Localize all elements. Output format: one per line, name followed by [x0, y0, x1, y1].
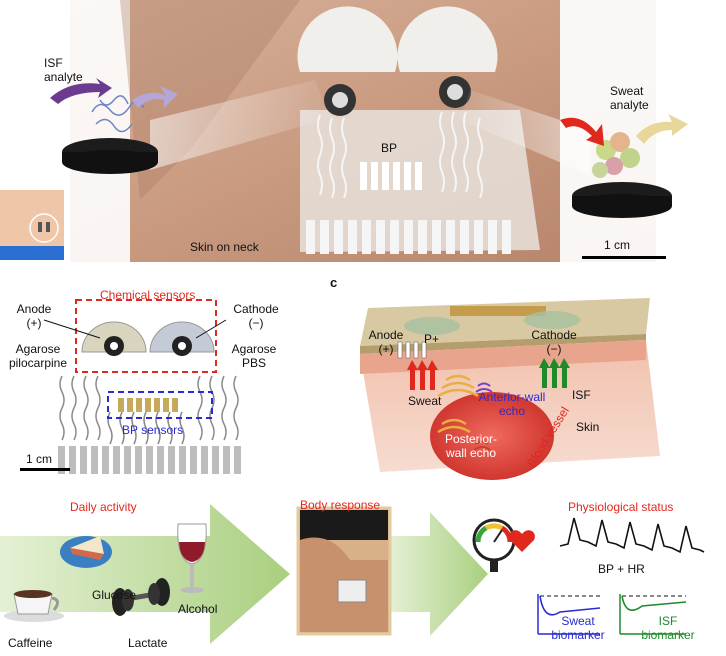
- physiological-status-label: Physiological status: [568, 500, 674, 514]
- glucose-label: Glucose: [92, 588, 137, 602]
- cake-icon: [60, 536, 112, 568]
- isf-biomarker-plot: [619, 594, 687, 635]
- alcohol-label: Alcohol: [178, 602, 218, 616]
- skin-on-neck-label: Skin on neck: [190, 240, 259, 254]
- chemical-sensors-box: [75, 299, 217, 373]
- isf-arrows: [539, 358, 570, 388]
- anode-label: Anode (+): [16, 302, 52, 330]
- skin-cross-section: [360, 298, 660, 480]
- agarose-pbs-label: Agarose PBS: [231, 342, 277, 370]
- ultrasound-waves: [437, 374, 479, 434]
- chemical-sensors-label: Chemical sensors: [100, 288, 196, 302]
- bp-hr-label: BP + HR: [598, 562, 645, 576]
- workflow-diagram: [0, 504, 705, 644]
- posterior-wall-echo-label: Posterior- wall echo: [444, 432, 497, 460]
- coffee-cup-icon: [4, 590, 64, 622]
- sweat-biomarker-label: Sweat biomarker: [551, 614, 605, 642]
- body-response-label: Body response: [300, 498, 381, 512]
- panel-a: ISF analyte Sweat analyte BP Skin on nec…: [0, 0, 726, 268]
- sweat-arrow-in: [560, 117, 604, 146]
- workflow-arrow-1: [0, 504, 290, 644]
- sweat-analyte-molecule: [592, 132, 640, 178]
- bp-label: BP: [381, 141, 398, 155]
- wine-glass-icon: [177, 523, 207, 593]
- scale-bar-b: [20, 468, 70, 471]
- neck-photo: [0, 0, 726, 262]
- sweat-biomarker-plot: [537, 594, 601, 635]
- panel-b: Chemical sensors Anode (+) Cathode (−) A…: [0, 280, 310, 480]
- device-schematic: [20, 299, 241, 474]
- connector-pads-schematic: [58, 446, 241, 474]
- sweat-arrow-out: [636, 114, 688, 144]
- bp-sensors-box: [107, 391, 213, 419]
- sweat-analyte-label: Sweat analyte: [610, 84, 649, 112]
- bp-sensors-label: BP sensors: [122, 423, 184, 437]
- isf-label: ISF: [572, 388, 591, 402]
- agarose-pilocarpine-label: Agarose pilocarpine: [8, 342, 68, 370]
- isf-arrow-out: [132, 86, 178, 108]
- bp-sensor-array: [360, 162, 422, 190]
- isf-analyte-label: ISF analyte: [44, 56, 83, 84]
- skin-label: Skin: [576, 420, 600, 434]
- blood-vessel: [430, 392, 554, 480]
- scale-bar-a: [582, 256, 666, 259]
- neck-inset: [0, 190, 64, 260]
- gauge-icon: [472, 518, 516, 572]
- anode-c-label: Anode (+): [368, 328, 404, 356]
- scale-bar-a-label: 1 cm: [604, 238, 631, 252]
- cathode-c-label: Cathode (−): [531, 328, 577, 356]
- sweat-label: Sweat: [408, 394, 442, 408]
- cathode-pad: [397, 6, 498, 72]
- cathode-label: Cathode (−): [233, 302, 279, 330]
- anode-pad: [297, 6, 398, 72]
- isf-arrow-in: [50, 78, 112, 104]
- isf-biomarker-label: ISF biomarker: [641, 614, 695, 642]
- dumbbell-icon: [112, 578, 170, 616]
- panel-c-letter: c: [330, 275, 338, 290]
- caffeine-label: Caffeine: [8, 636, 53, 650]
- scale-bar-b-label: 1 cm: [26, 452, 53, 466]
- anterior-wall-echo-label: Anterior-wall echo: [478, 390, 546, 418]
- daily-activity-label: Daily activity: [70, 500, 137, 514]
- bp-sensors-schematic: [118, 398, 178, 412]
- bp-hr-waveform: [559, 517, 705, 554]
- heart-icon: [509, 530, 535, 552]
- lactate-label: Lactate: [128, 636, 168, 650]
- connector-pads: [306, 220, 511, 254]
- panel-c: c Anode (+) P+ Cathode (−) Sweat ISF Ant…: [330, 276, 726, 482]
- panel-d: Daily activity Body response Physiologic…: [0, 490, 726, 656]
- workflow-arrow-2: [390, 512, 488, 636]
- p-plus-label: P+: [424, 332, 440, 346]
- sweat-arrows: [407, 360, 438, 390]
